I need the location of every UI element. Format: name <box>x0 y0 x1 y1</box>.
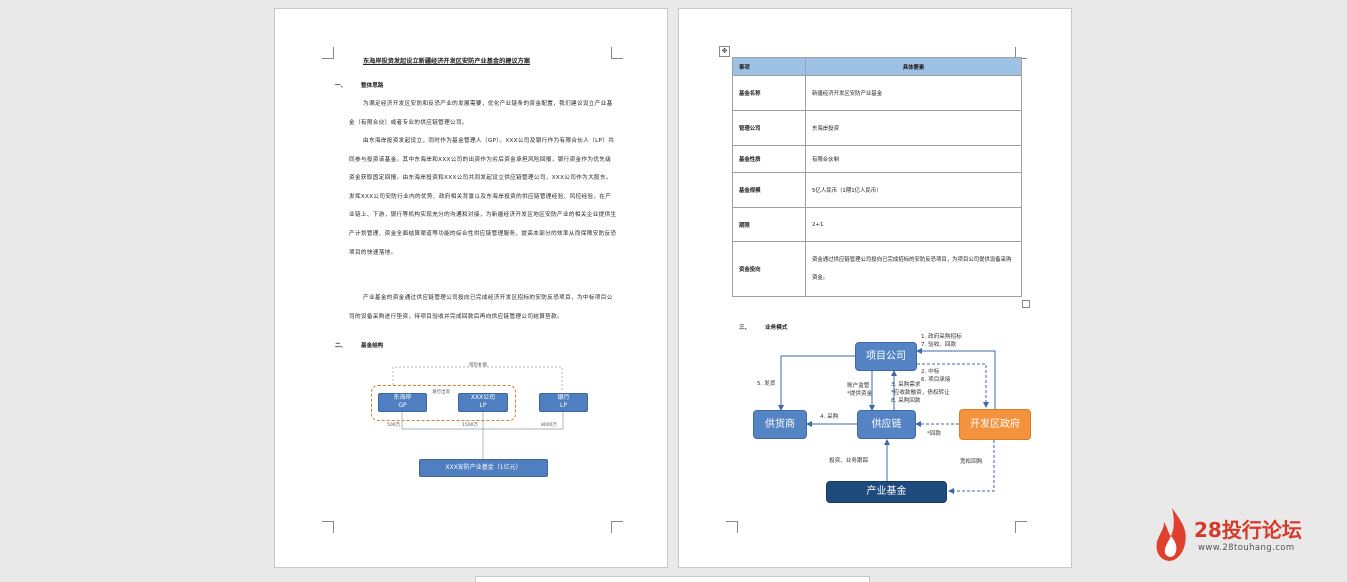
margin-mark <box>611 47 623 59</box>
table-cell[interactable]: 有限合伙制 <box>805 145 1022 173</box>
watermark-name: 28投行论坛 <box>1194 518 1302 542</box>
margin-mark <box>611 521 623 533</box>
business-flow-connectors <box>778 348 996 494</box>
flow-label-project-to-gov: 2. 中标 6. 项目承接 <box>921 369 951 383</box>
node-project-company[interactable]: 项目公司 <box>855 342 917 371</box>
fund-structure-connectors <box>392 366 564 459</box>
document-page-2: ✥ 事项 具体要素 基金名称 新疆经济开发区安防产业基金 管理公司 东海岸投资 … <box>678 8 1072 568</box>
section-heading-2[interactable]: 二、基金结构 <box>335 343 384 349</box>
next-page-edge <box>475 576 870 582</box>
margin-mark <box>726 521 738 533</box>
node-supply-chain[interactable]: 供应链 <box>857 410 916 439</box>
table-row: 资金投向 资金通过供应链管理公司投向已完成招标的安防反恐项目，为项目公司提供设备… <box>732 241 1022 297</box>
amount-label: 500万 <box>387 423 401 428</box>
margin-mark <box>322 521 334 533</box>
table-move-handle-icon[interactable]: ✥ <box>719 46 730 57</box>
table-cell[interactable]: 东海岸投资 <box>805 110 1022 146</box>
table-cell[interactable]: 资金通过供应链管理公司投向已完成招标的安防反恐项目，为项目公司提供设备采购资金。 <box>805 241 1022 297</box>
flow-label-repay: 宽松回购 <box>960 459 983 465</box>
node-development-zone-gov[interactable]: 开发区政府 <box>959 409 1031 440</box>
table-row: 管理公司 东海岸投资 <box>732 110 1022 146</box>
section-heading-1[interactable]: 一、整体思路 <box>335 83 384 89</box>
flow-label-refund: *回款 <box>927 431 941 437</box>
issue-label: 发行出资 <box>432 390 450 395</box>
flow-label-invest: 投资、业务跟踪 <box>829 458 869 464</box>
paragraph[interactable]: 为满足经济开发区安防和反恐产业的发展需要，优化产业链条的资金配置，我们建议设立产… <box>349 101 613 126</box>
section-heading-3[interactable]: 三、业务模式 <box>739 325 788 331</box>
margin-mark <box>322 47 334 59</box>
table-row: 期限 2+1 <box>732 207 1022 242</box>
node-supplier[interactable]: 供货商 <box>753 410 807 439</box>
paragraph[interactable]: 由东海岸投资发起设立，同时作为基金管理人（GP）。XXX公司及银行作为有限合伙人… <box>349 138 617 256</box>
site-watermark: 28投行论坛 www.28touhang.com <box>1152 506 1322 568</box>
amount-label: 8000万 <box>541 423 557 428</box>
flow-label-delivery: 5. 发货 <box>757 381 776 387</box>
node-industry-fund[interactable]: 产业基金 <box>826 481 947 503</box>
gp-lp-group <box>371 385 516 421</box>
table-header-cell[interactable]: 事项 <box>732 57 806 76</box>
margin-mark <box>1015 521 1027 533</box>
fund-elements-table[interactable]: 事项 具体要素 基金名称 新疆经济开发区安防产业基金 管理公司 东海岸投资 基金… <box>732 57 1022 297</box>
table-resize-handle[interactable] <box>1022 300 1030 308</box>
table-cell[interactable]: 资金投向 <box>732 241 806 297</box>
table-cell[interactable]: 基金规模 <box>732 172 806 208</box>
paragraph[interactable]: 产业基金的资金通过供应链管理公司投向已完成经济开发区招标的安防反恐项目，为中标项… <box>349 295 613 320</box>
amount-label: 1500万 <box>462 423 478 428</box>
watermark-url: www.28touhang.com <box>1198 543 1295 553</box>
node-fund[interactable]: XXX安防产业基金（1亿元） <box>419 459 548 477</box>
flame-logo-icon <box>1156 508 1186 561</box>
table-row: 基金性质 有限合伙制 <box>732 145 1022 173</box>
flow-label-purchase: 4. 采购 <box>820 414 839 420</box>
document-title[interactable]: 东海岸投资发起设立新疆经济开发区安防产业基金的建议方案 <box>363 58 531 65</box>
risk-compensation-label: 风险补偿 <box>469 363 487 368</box>
flow-label-gov-to-project: 1. 政府采购招标 7. 验收、回款 <box>921 334 962 348</box>
flow-label-chain-to-project: 3. 采购需求 *应收款融资，债权转让 8. 采购回款 <box>891 382 950 404</box>
flow-label-account: 账户监管 *提供资金 <box>847 383 873 397</box>
table-cell[interactable]: 管理公司 <box>732 110 806 146</box>
table-cell[interactable]: 2+1 <box>805 207 1022 242</box>
document-page-1: 东海岸投资发起设立新疆经济开发区安防产业基金的建议方案 一、整体思路 为满足经济… <box>274 8 668 568</box>
table-cell[interactable]: 基金名称 <box>732 75 806 111</box>
